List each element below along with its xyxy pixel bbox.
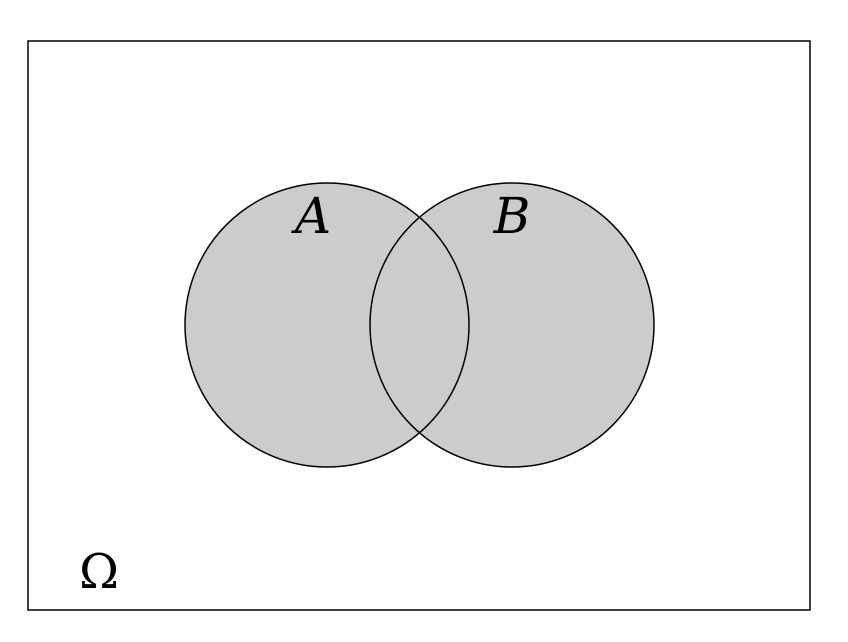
- set-b-label: B: [493, 187, 531, 245]
- set-b-fill: [370, 183, 654, 467]
- universe-label: Ω: [79, 544, 119, 600]
- set-a-label: A: [291, 187, 331, 245]
- set-a-circle: [184, 182, 470, 468]
- set-b-circle: [369, 182, 655, 468]
